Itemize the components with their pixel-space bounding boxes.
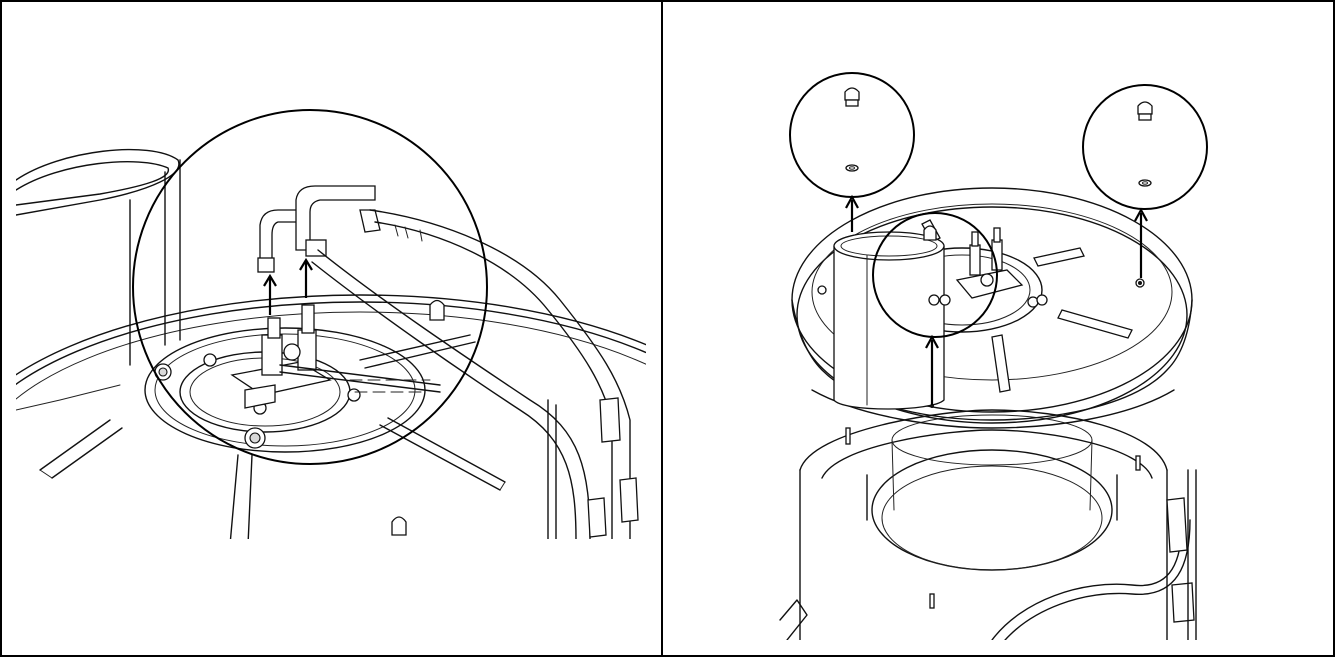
cap-nuts: [391, 299, 445, 536]
hose: [991, 469, 1197, 640]
detail-circle-right: [1082, 84, 1208, 210]
oval-column: [833, 231, 945, 410]
lid-bolts: [154, 353, 361, 449]
oval-column: [16, 148, 181, 411]
lid-ribs: [39, 334, 506, 539]
bracket: [779, 599, 808, 640]
right-illustration: [779, 72, 1208, 640]
tank-lid: [791, 187, 1193, 429]
upward-arrows: [263, 257, 313, 315]
left-illustration: [16, 109, 646, 539]
hoses: [311, 209, 639, 539]
tank-body: [799, 409, 1168, 640]
hose-elbows: [257, 185, 381, 273]
detail-circle-left: [789, 72, 915, 198]
detail-circle: [132, 109, 488, 465]
detail-circle-center: [872, 212, 998, 338]
lid-ribs: [921, 219, 1133, 393]
valve-assembly: [939, 227, 1039, 308]
tank-lid: [16, 294, 646, 453]
hidden-lines: [349, 379, 431, 393]
left-panel: [0, 0, 662, 657]
valve-assembly: [230, 304, 441, 409]
lid-fasteners: [817, 225, 1145, 408]
upward-arrows: [845, 194, 1148, 405]
right-panel: [662, 0, 1335, 657]
